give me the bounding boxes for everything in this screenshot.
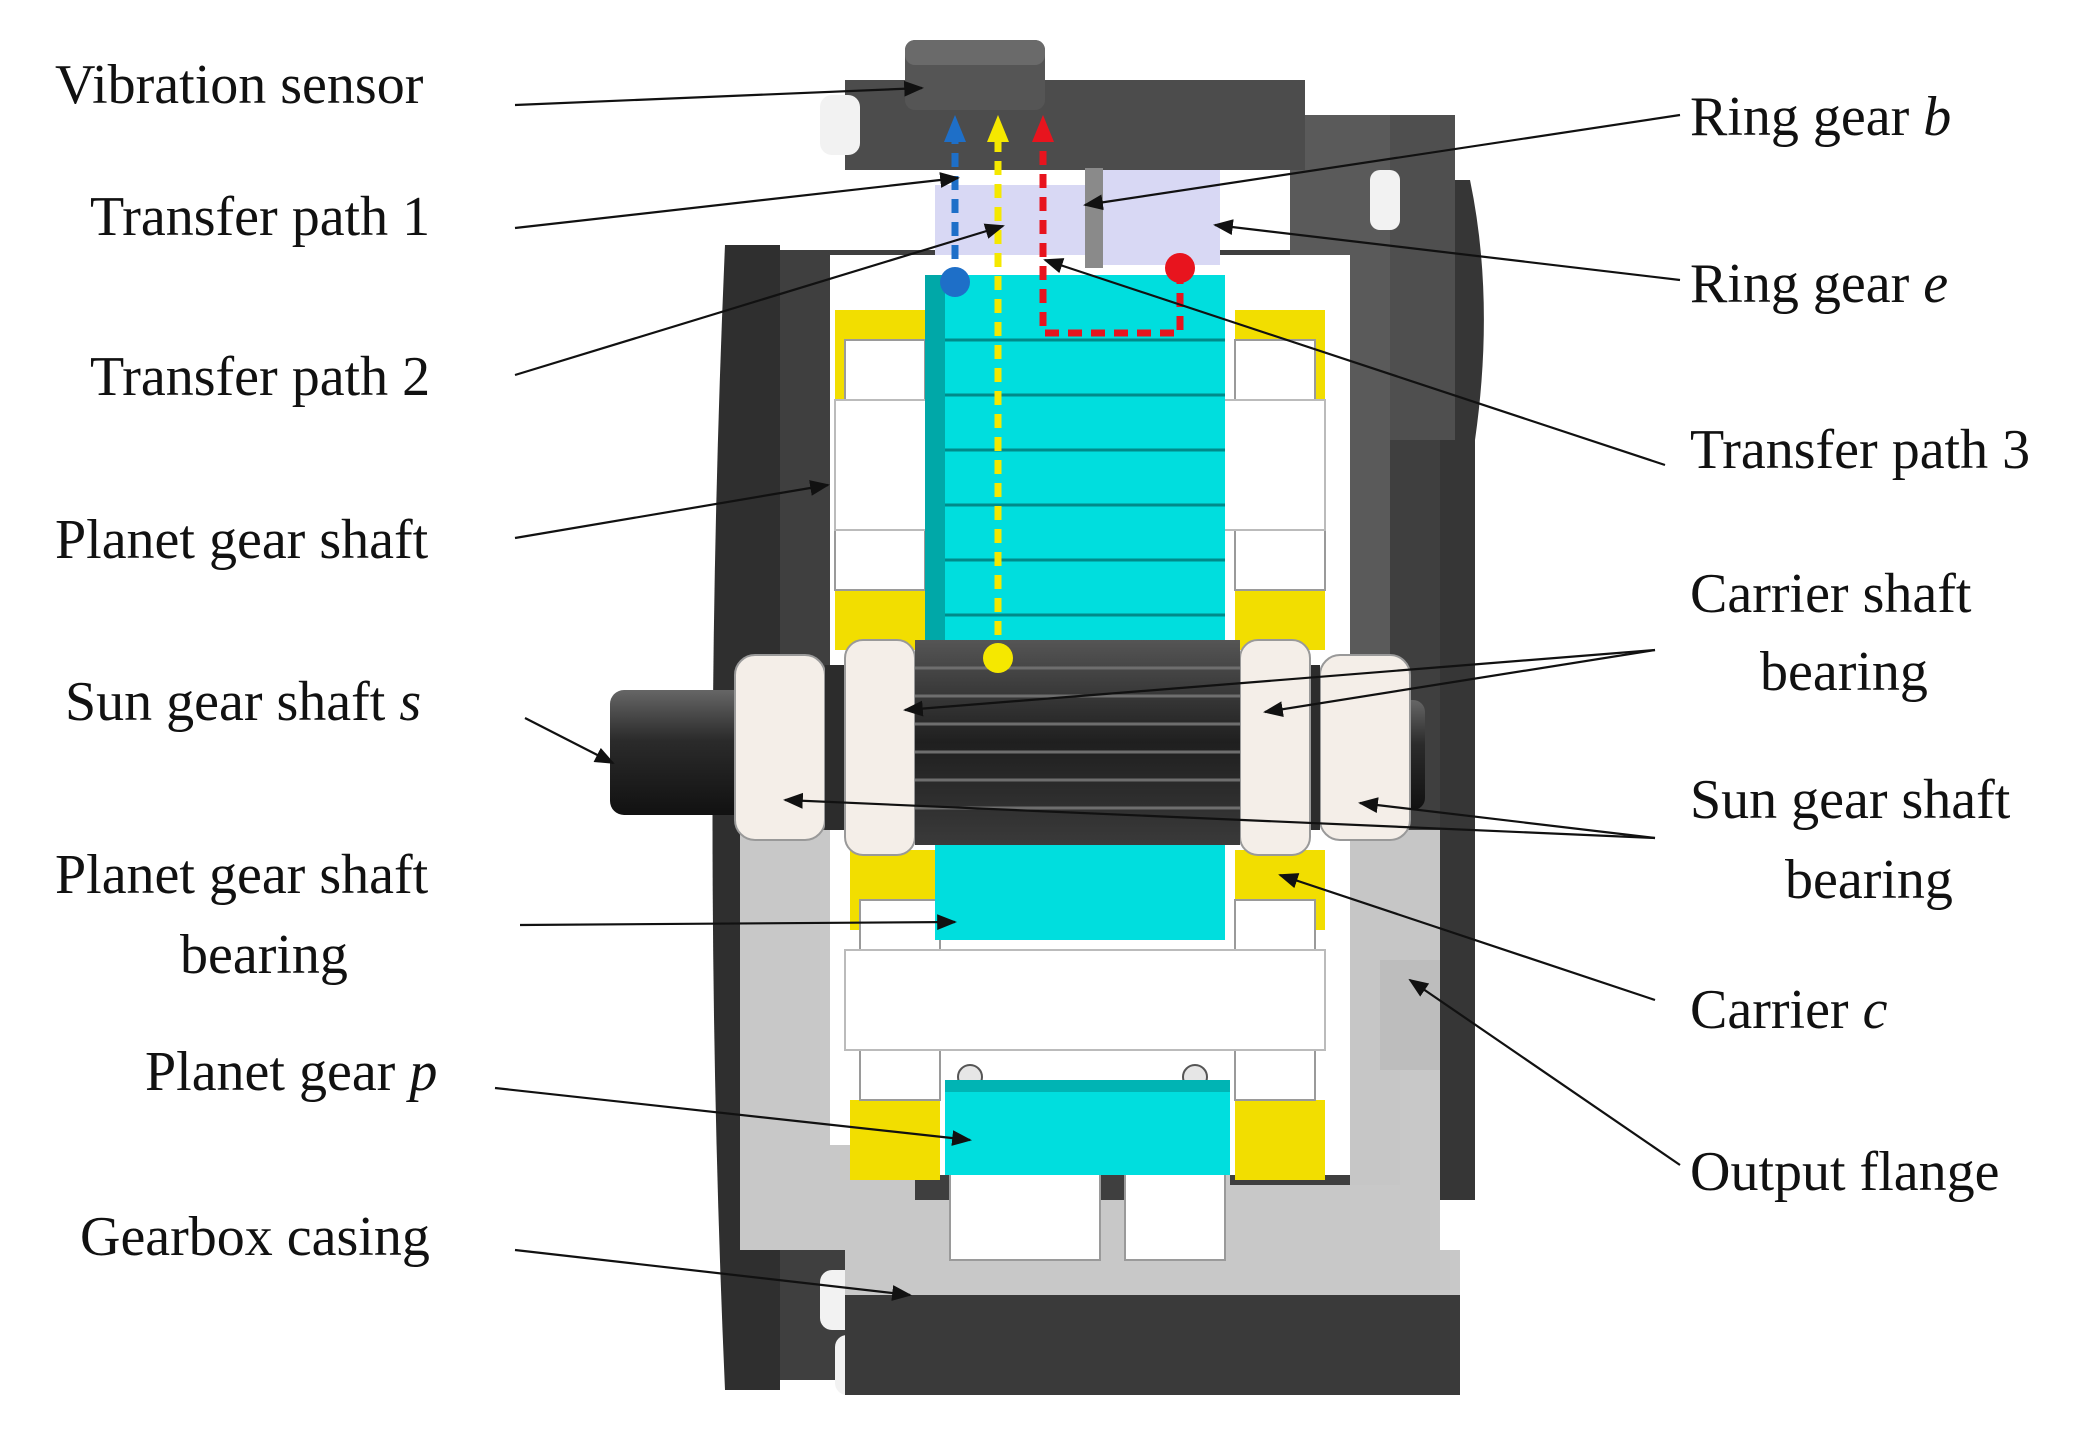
planet-gear-shaft-bottom: [844, 949, 1326, 1051]
label-sun-gear-shaft-bearing-2: bearing: [1785, 849, 1953, 911]
label-ring-gear-e: Ring gear e: [1690, 253, 1948, 315]
transfer-path-2-yellow: [983, 115, 1013, 673]
label-carrier-shaft-bearing-1: Carrier shaft: [1690, 563, 1972, 625]
label-vibration-sensor: Vibration sensor: [55, 54, 424, 116]
ring-gear-e-body: [1095, 170, 1220, 265]
label-output-flange: Output flange: [1690, 1141, 1999, 1203]
label-sun-gear-shaft: Sun gear shaft s: [65, 671, 421, 733]
leader-lines: [494, 80, 1681, 1301]
sun-gear: [915, 640, 1240, 845]
label-transfer-path-2: Transfer path 2: [90, 346, 430, 408]
label-carrier-c: Carrier c: [1690, 979, 1888, 1041]
label-planet-gear-shaft-bearing-2: bearing: [180, 924, 348, 986]
carrier-body: [835, 310, 1325, 1180]
transfer-path-1-blue: [940, 115, 970, 297]
label-planet-gear-p: Planet gear p: [145, 1041, 437, 1103]
planet-gear-upper: [925, 275, 1225, 660]
label-carrier-shaft-bearing-2: bearing: [1760, 641, 1928, 703]
label-planet-gear-shaft: Planet gear shaft: [55, 509, 429, 571]
label-planet-gear-shaft-bearing-1: Planet gear shaft: [55, 844, 429, 906]
planet-gear-lower-mesh: [935, 845, 1225, 940]
label-ring-gear-b: Ring gear b: [1690, 86, 1951, 148]
label-transfer-path-3: Transfer path 3: [1690, 419, 2030, 481]
label-gearbox-casing: Gearbox casing: [80, 1206, 430, 1268]
label-transfer-path-1: Transfer path 1: [90, 186, 430, 248]
ring-gear-b-body: [935, 185, 1095, 255]
label-sun-gear-shaft-bearing-1: Sun gear shaft: [1690, 769, 2011, 831]
transfer-path-3-red: [1032, 115, 1195, 337]
planet-gear-p: [945, 1080, 1230, 1175]
